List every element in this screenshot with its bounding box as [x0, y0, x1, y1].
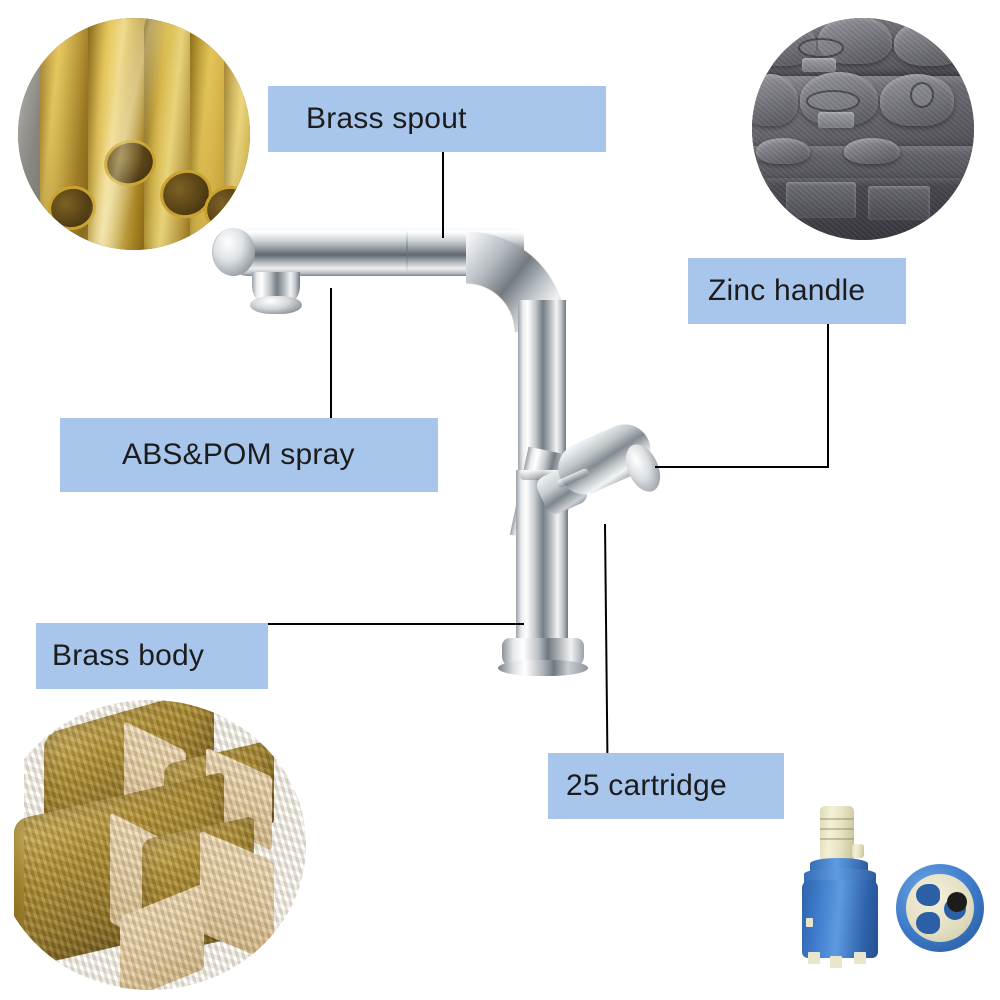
faucet-spout-end-cap [212, 228, 255, 276]
callout-abs-pom-spray-label: ABS&POM spray [122, 438, 355, 471]
zinc-ingots-photo [752, 18, 974, 240]
ceramic-cartridge-photo [792, 800, 992, 990]
leader-line-abs-pom-spray [330, 288, 332, 419]
faucet-spout-seam [406, 230, 408, 274]
zinc-ingots-image [752, 18, 974, 240]
callout-zinc-handle[interactable]: Zinc handle [688, 258, 906, 324]
callout-25-cartridge-label: 25 cartridge [566, 769, 727, 802]
cartridge-stem [820, 806, 854, 866]
cartridge-body [802, 880, 878, 958]
leader-line-zinc-handle-vertical [827, 324, 829, 467]
leader-line-brass-body [266, 623, 524, 625]
callout-25-cartridge[interactable]: 25 cartridge [548, 753, 784, 819]
brass-tubes-image [18, 18, 250, 250]
leader-line-brass-spout [442, 152, 444, 238]
leader-line-zinc-handle-horizontal [655, 466, 829, 468]
leader-line-25-cartridge [604, 523, 609, 754]
brass-tubes-photo [18, 18, 250, 250]
callout-brass-body-label: Brass body [52, 639, 205, 672]
callout-zinc-handle-label: Zinc handle [708, 274, 866, 307]
faucet-spray-tip [250, 296, 302, 314]
faucet-base-ring [498, 660, 588, 676]
brass-ingots-photo [14, 700, 324, 990]
callout-abs-pom-spray[interactable]: ABS&POM spray [60, 418, 438, 492]
callout-brass-spout[interactable]: Brass spout [268, 86, 606, 152]
callout-brass-body[interactable]: Brass body [36, 623, 268, 689]
brass-ingots-image [14, 700, 306, 990]
faucet-body-ring [520, 470, 564, 480]
callout-brass-spout-label: Brass spout [306, 102, 467, 135]
